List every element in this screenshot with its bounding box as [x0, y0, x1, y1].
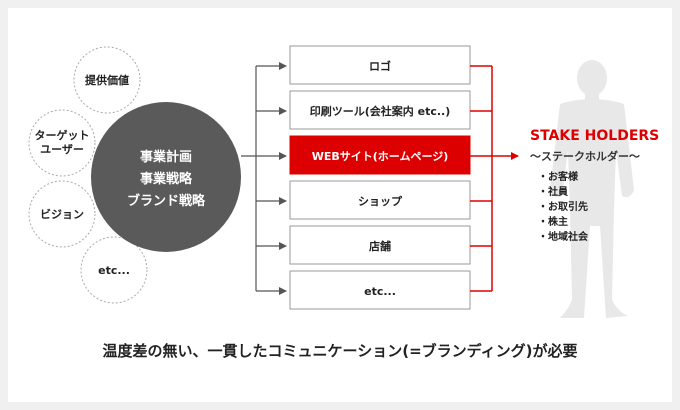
stakeholder-item-partner: ・お取引先 — [538, 200, 588, 213]
channel-box-print: 印刷ツール(会社案内 etc..) — [289, 90, 471, 130]
satellite-label-etc: etc... — [98, 264, 130, 277]
person-silhouette-icon — [550, 60, 634, 318]
stakeholders-title: STAKE HOLDERS — [530, 128, 659, 144]
center-circle — [91, 102, 241, 252]
channel-label-store: 店舗 — [369, 239, 391, 253]
channel-label-web: WEBサイト(ホームページ) — [312, 150, 449, 163]
stakeholders: STAKE HOLDERS 〜ステークホルダー〜 ・お客様 ・社員 ・お取引先 … — [530, 128, 659, 243]
center-line-1: 事業計画 — [140, 149, 192, 165]
stakeholder-item-community: ・地域社会 — [538, 230, 588, 243]
stakeholder-item-employee: ・社員 — [538, 185, 568, 198]
channel-connectors — [241, 62, 287, 295]
satellite-label-value: 提供価値 — [85, 73, 129, 87]
channel-box-store: 店舗 — [289, 225, 471, 265]
center-line-2: 事業戦略 — [140, 171, 193, 187]
satellite-circle-target — [28, 109, 96, 177]
channel-label-shop: ショップ — [358, 194, 403, 208]
center-node: 事業計画 事業戦略 ブランド戦略 — [91, 102, 241, 252]
channel-label-print: 印刷ツール(会社案内 etc..) — [310, 104, 450, 118]
caption: 温度差の無い、一貫したコミュニケーション(=ブランディング)が必要 — [103, 342, 578, 360]
satellite-circle-etc — [80, 236, 148, 304]
stakeholder-bracket — [470, 65, 519, 292]
satellite-circle-value — [73, 46, 141, 114]
channel-label-etc: etc... — [364, 285, 396, 298]
satellite-label-vision: ビジョン — [40, 207, 84, 221]
stakeholders-subtitle: 〜ステークホルダー〜 — [530, 149, 640, 163]
satellite-label-target-line1: ターゲット — [35, 128, 90, 142]
channel-box-web: WEBサイト(ホームページ) — [289, 135, 471, 175]
channel-label-logo: ロゴ — [369, 59, 391, 73]
channel-box-etc: etc... — [289, 270, 471, 310]
satellite-circle-vision — [28, 180, 96, 248]
channel-box-logo: ロゴ — [289, 45, 471, 85]
satellite-label-target-line2: ユーザー — [40, 143, 84, 156]
satellite-group: 提供価値 ターゲット ユーザー ビジョン etc... — [28, 46, 148, 304]
channel-boxes: ロゴ 印刷ツール(会社案内 etc..) WEBサイト(ホームページ) ショップ… — [289, 45, 471, 310]
center-line-3: ブランド戦略 — [127, 193, 206, 209]
channel-box-shop: ショップ — [289, 180, 471, 220]
stakeholder-item-customer: ・お客様 — [538, 170, 579, 183]
stakeholder-item-shareholder: ・株主 — [538, 215, 568, 228]
